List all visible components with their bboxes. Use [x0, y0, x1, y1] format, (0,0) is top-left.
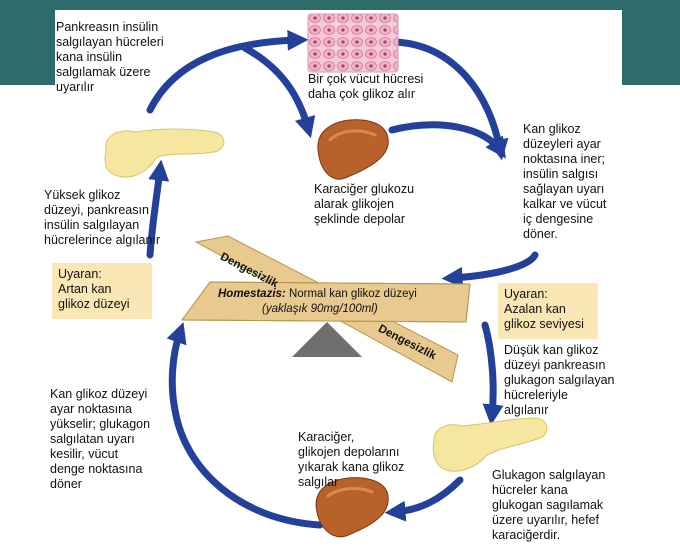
body-cells-image [307, 13, 399, 73]
arrow-pancreas-to-liver [384, 476, 464, 522]
right-band [622, 10, 680, 85]
text-line: Yüksek glikoz [44, 188, 121, 202]
text-line: yükselir; glukagon [50, 417, 151, 431]
text-line: iç dengesine [523, 212, 594, 226]
liver-store-caption: Karaciğer glukozu alarak glikojen şeklin… [314, 182, 414, 227]
homeostasis-line: Homestazis: Normal kan glikoz düzeyi [218, 287, 417, 302]
balance-fulcrum [292, 322, 362, 357]
text-line: karaciğerdir. [492, 528, 561, 542]
text-line: Karaciğer, [298, 430, 355, 444]
glucose-falls-text: Kan glikoz düzeyleri ayar noktasına iner… [523, 122, 606, 242]
text-line: glukagon salgılayan [504, 373, 615, 387]
text-line: döner. [523, 227, 558, 241]
text-line: uyarılır [56, 80, 95, 94]
top-band [0, 0, 680, 10]
text-line: Azalan kan [504, 302, 566, 316]
text-line: kesilir, vücut [50, 447, 119, 461]
text-line: glikoz seviyesi [504, 317, 584, 331]
arrow-right-to-balance [441, 251, 539, 288]
arrow-balance-to-left [146, 159, 170, 259]
arrow-liver-to-right [388, 121, 506, 159]
text-line: glukogan sagılamak [492, 498, 604, 512]
text-line: salgılayan hücreleri [56, 35, 164, 49]
text-line: kana insülin [56, 50, 123, 64]
low-glucose-detected-text: Düşük kan glikoz düzeyi pankreasın gluka… [504, 343, 615, 418]
arrow-cells-to-liver [241, 44, 316, 139]
text-line: salgılatan uyarı [50, 432, 135, 446]
text-line: üzere uyarılır, hefef [492, 513, 600, 527]
text-line: hücrelerince algılanır [44, 233, 161, 247]
text-line: Uyaran: [58, 267, 102, 281]
text-line: glikoz düzeyi [58, 297, 130, 311]
cells-caption: Bir çok vücut hücresi daha çok glikoz al… [308, 72, 423, 102]
text-line: Kan glikoz düzeyi [50, 387, 148, 401]
text-line: glikojen depolarını [298, 445, 400, 459]
text-line: algılanır [504, 403, 549, 417]
text-line: düzeyi pankreasın [504, 358, 606, 372]
stimulus-decrease-box: Uyaran: Azalan kan glikoz seviyesi [498, 283, 598, 339]
insulin-stimulus-text: Pankreasın insülin salgılayan hücreleri … [56, 20, 164, 95]
text-line: Uyaran: [504, 287, 548, 301]
homeostasis-label: Homestazis: [218, 288, 286, 300]
arrow-balance-to-right-mid [481, 321, 504, 426]
text-line: Glukagon salgılayan [492, 468, 606, 482]
text-line: insülin salgılayan [44, 218, 140, 232]
left-band [0, 10, 55, 85]
text-line: şeklinde depolar [314, 212, 406, 226]
text-line: salgılar [298, 475, 339, 489]
arrow-liver-to-left [166, 322, 324, 529]
text-line: Bir çok vücut hücresi [308, 72, 424, 86]
text-line: insülin salgısı [523, 167, 599, 181]
text-line: Artan kan [58, 282, 112, 296]
text-line: yıkarak kana glikoz [298, 460, 405, 474]
text-line: sağlayan uyarı [523, 182, 605, 196]
text-line: noktasına iner; [523, 152, 605, 166]
text-line: Kan glikoz [523, 122, 581, 136]
stimulus-increase-box: Uyaran: Artan kan glikoz düzeyi [52, 263, 152, 319]
arrow-pancreas-to-cells [146, 29, 309, 114]
liver-release-caption: Karaciğer, glikojen depolarını yıkarak k… [298, 430, 404, 490]
text-line: daha çok glikoz alır [308, 87, 416, 101]
text-line: ayar noktasına [50, 402, 132, 416]
text-line: alarak glikojen [314, 197, 394, 211]
glucagon-stimulus-text: Glukagon salgılayan hücreler kana glukog… [492, 468, 605, 543]
text-line: döner [50, 477, 82, 491]
homeostasis-text: Normal kan glikoz düzeyi [285, 288, 417, 300]
text-line: düzeyleri ayar [523, 137, 601, 151]
liver-top-image [317, 119, 389, 180]
pancreas-bottom-image [432, 417, 548, 472]
text-line: kalkar ve vücut [523, 197, 607, 211]
arrow-cells-to-right [391, 38, 509, 161]
high-glucose-detected-text: Yüksek glikoz düzeyi, pankreasın insülin… [44, 188, 160, 248]
text-line: Düşük kan glikoz [504, 343, 599, 357]
text-line: Karaciğer glukozu [314, 182, 415, 196]
text-line: hücreleriyle [504, 388, 568, 402]
text-line: denge noktasına [50, 462, 143, 476]
text-line: Pankreasın insülin [56, 20, 159, 34]
text-line: düzeyi, pankreasın [44, 203, 149, 217]
text-line: salgılamak üzere [56, 65, 151, 79]
glucose-rises-text: Kan glikoz düzeyi ayar noktasına yükseli… [50, 387, 150, 492]
pancreas-top-image [104, 128, 225, 178]
homeostasis-value: (yaklaşık 90mg/100ml) [262, 303, 378, 315]
text-line: hücreler kana [492, 483, 568, 497]
